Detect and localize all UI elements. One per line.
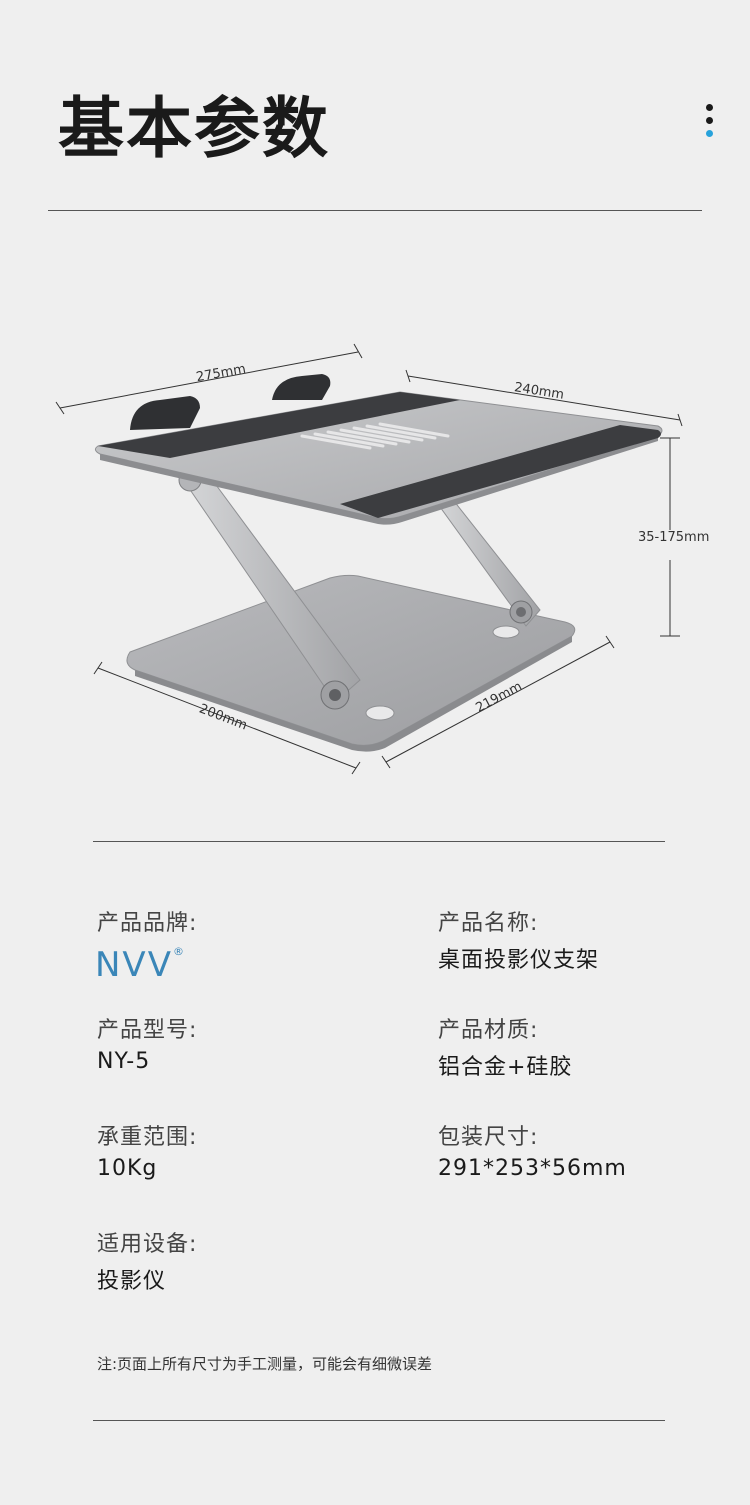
package-value: 291*253*56mm [438, 1156, 627, 1181]
divider-bottom [93, 1420, 665, 1421]
page-title: 基本参数 [58, 90, 330, 167]
name-value: 桌面投影仪支架 [438, 948, 600, 973]
dot-2 [706, 117, 713, 124]
decor-dots [706, 104, 716, 143]
divider-top [48, 210, 702, 211]
dim-height-range: 35-175mm [638, 530, 710, 545]
load-value: 10Kg [97, 1156, 158, 1181]
divider-middle [93, 841, 665, 842]
device-label: 适用设备: [97, 1232, 198, 1257]
model-value: NY-5 [97, 1049, 151, 1074]
registered-mark: ® [172, 945, 186, 958]
model-label: 产品型号: [97, 1018, 198, 1043]
brand-logo-text: NVV [95, 945, 173, 985]
dot-1 [706, 104, 713, 111]
product-figure: 275mm 240mm 35-175mm 200mm 219mm [40, 330, 720, 790]
measurement-note: 注:页面上所有尺寸为手工测量，可能会有细微误差 [97, 1355, 433, 1373]
material-label: 产品材质: [438, 1018, 539, 1043]
stand-illustration [55, 343, 683, 775]
brand-logo: NVV® [95, 945, 186, 985]
load-label: 承重范围: [97, 1125, 198, 1150]
name-label: 产品名称: [438, 911, 539, 936]
material-value: 铝合金+硅胶 [438, 1055, 573, 1080]
dot-3 [706, 130, 713, 137]
device-value: 投影仪 [97, 1269, 167, 1294]
package-label: 包装尺寸: [438, 1125, 539, 1150]
brand-label: 产品品牌: [97, 911, 198, 936]
